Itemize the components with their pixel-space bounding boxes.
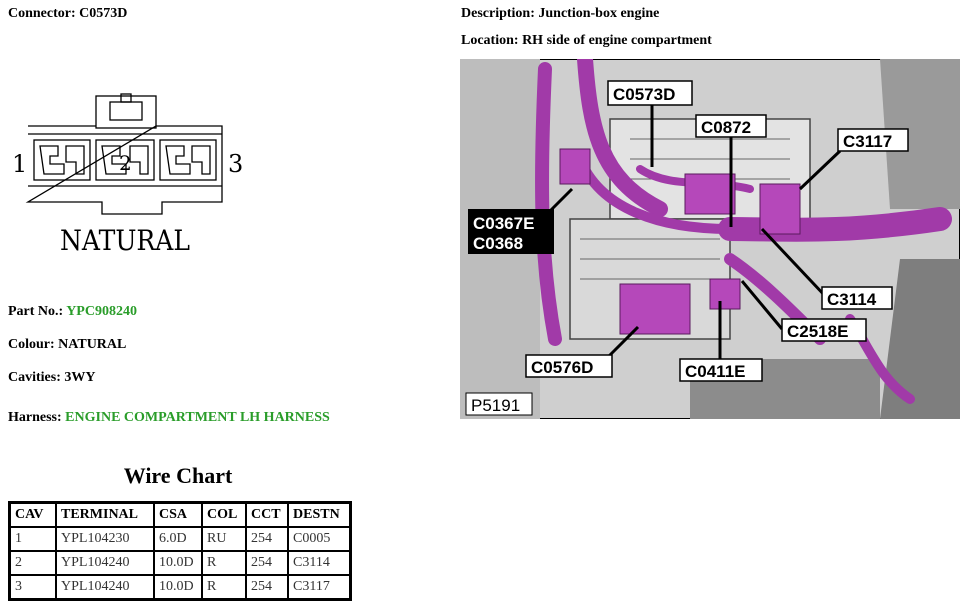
callout-c0872: C0872 xyxy=(701,118,751,137)
callout-c0411e: C0411E xyxy=(685,362,746,381)
cell-cct: 254 xyxy=(245,550,289,576)
header-csa: CSA xyxy=(153,501,203,528)
header-col: COL xyxy=(201,501,247,528)
colour-value: NATURAL xyxy=(58,337,127,352)
cell-destn: C3114 xyxy=(287,550,352,576)
cell-col: RU xyxy=(201,526,247,552)
cell-terminal: YPL104230 xyxy=(55,526,155,552)
cell-cct: 254 xyxy=(245,526,289,552)
description-heading: Description: Junction-box engine xyxy=(461,6,659,22)
cell-col: R xyxy=(201,550,247,576)
cavities-label: Cavities: xyxy=(8,370,61,385)
cell-destn: C3117 xyxy=(287,574,352,601)
cell-destn: C0005 xyxy=(287,526,352,552)
location-heading: Location: RH side of engine compartment xyxy=(461,33,712,49)
cell-cct: 254 xyxy=(245,574,289,601)
pin-3-label: 3 xyxy=(228,150,243,178)
cell-terminal: YPL104240 xyxy=(55,574,155,601)
cell-terminal: YPL104240 xyxy=(55,550,155,576)
connector-heading: Connector: C0573D xyxy=(8,6,127,22)
callout-c0368: C0368 xyxy=(473,234,523,253)
pin-2-label: 2 xyxy=(119,151,132,175)
cell-cav: 3 xyxy=(8,574,57,601)
harness-label: Harness: xyxy=(8,410,62,425)
header-destn: DESTN xyxy=(287,501,352,528)
wire-chart-table: CAV TERMINAL CSA COL CCT DESTN 1 YPL1042… xyxy=(8,501,352,601)
callout-c0573d: C0573D xyxy=(613,85,675,104)
callout-c3117: C3117 xyxy=(843,132,892,151)
connector-label: Connector: xyxy=(8,6,76,21)
cell-cav: 1 xyxy=(8,526,57,552)
figure-id: P5191 xyxy=(471,396,520,415)
table-row: 2 YPL104240 10.0D R 254 C3114 xyxy=(8,550,352,576)
table-row: 1 YPL104230 6.0D RU 254 C0005 xyxy=(8,526,352,552)
cell-csa: 6.0D xyxy=(153,526,203,552)
harness-value: ENGINE COMPARTMENT LH HARNESS xyxy=(65,410,330,425)
location-photo: C0573D C0872 C3117 C0367E C0368 C3114 C2… xyxy=(460,59,960,419)
part-number-label: Part No.: xyxy=(8,304,64,319)
callout-c0576d: C0576D xyxy=(531,358,593,377)
part-number-value: YPC908240 xyxy=(66,304,137,319)
cell-col: R xyxy=(201,574,247,601)
header-cct: CCT xyxy=(245,501,289,528)
table-row: 3 YPL104240 10.0D R 254 C3117 xyxy=(8,574,352,601)
wire-chart-title: Wire Chart xyxy=(123,463,233,488)
part-number-row: Part No.: YPC908240 xyxy=(8,304,137,320)
connector-value: C0573D xyxy=(79,6,128,21)
callout-c3114: C3114 xyxy=(827,290,877,309)
cell-csa: 10.0D xyxy=(153,550,203,576)
connector-face-diagram: 1 2 3 NATURAL xyxy=(12,93,243,257)
header-terminal: TERMINAL xyxy=(55,501,155,528)
cell-cav: 2 xyxy=(8,550,57,576)
header-cav: CAV xyxy=(8,501,57,528)
callout-c2518e: C2518E xyxy=(787,322,848,341)
pin-1-label: 1 xyxy=(12,150,27,178)
description-value: Junction-box engine xyxy=(538,6,660,21)
cavities-value: 3WY xyxy=(64,370,96,385)
callout-c0367e: C0367E xyxy=(473,214,534,233)
colour-label: Colour: xyxy=(8,337,55,352)
wire-chart-header-row: CAV TERMINAL CSA COL CCT DESTN xyxy=(8,501,352,528)
location-label: Location: xyxy=(461,33,519,48)
cell-csa: 10.0D xyxy=(153,574,203,601)
cavities-row: Cavities: 3WY xyxy=(8,370,96,386)
description-label: Description: xyxy=(461,6,535,21)
colour-row: Colour: NATURAL xyxy=(8,337,126,353)
harness-row: Harness: ENGINE COMPARTMENT LH HARNESS xyxy=(8,410,330,426)
colour-caption: NATURAL xyxy=(60,224,190,257)
location-value: RH side of engine compartment xyxy=(522,33,712,48)
